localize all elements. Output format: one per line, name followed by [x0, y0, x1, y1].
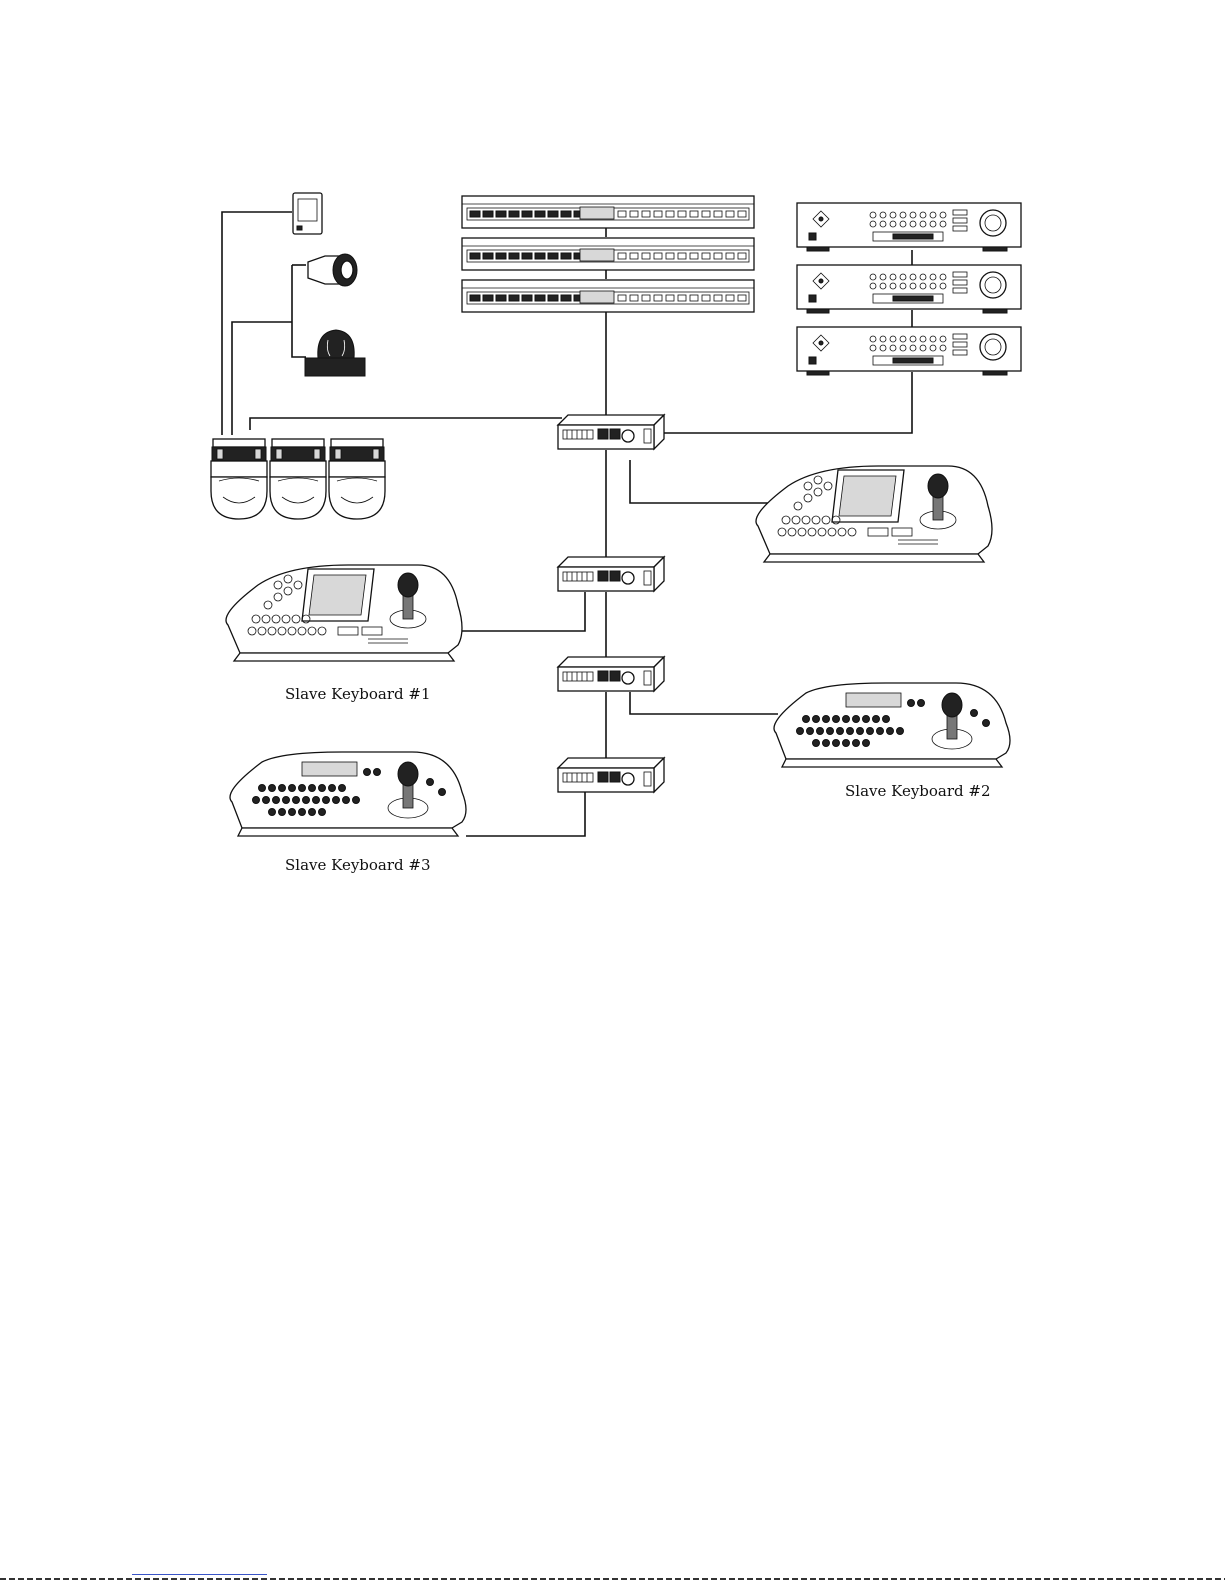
- slave-keyboard-2-label: Slave Keyboard #2: [845, 782, 991, 800]
- distribution-box-main: [558, 415, 664, 449]
- slave-keyboard-2: [774, 683, 1010, 767]
- door-sensor-icon: [293, 193, 322, 234]
- slave-keyboard-1: [226, 565, 462, 661]
- slave-keyboard-3: [230, 752, 466, 836]
- video-matrix-switcher-icon: [462, 196, 754, 312]
- distribution-box-2: [558, 557, 664, 591]
- dome-camera-1: [211, 439, 267, 519]
- footer-link-underline: [132, 1574, 267, 1575]
- distribution-box-4: [558, 758, 664, 792]
- dvr-recorder-icon: [797, 203, 1021, 375]
- slave-keyboard-1-label: Slave Keyboard #1: [285, 685, 431, 703]
- master-keyboard: [756, 466, 992, 562]
- warning-light-icon: [305, 330, 365, 376]
- dome-camera-3: [329, 439, 385, 519]
- footer-rule: [0, 1578, 1225, 1580]
- dome-camera-2: [270, 439, 326, 519]
- distribution-box-3: [558, 657, 664, 691]
- slave-keyboard-3-label: Slave Keyboard #3: [285, 856, 431, 874]
- siren-speaker-icon: [308, 254, 357, 286]
